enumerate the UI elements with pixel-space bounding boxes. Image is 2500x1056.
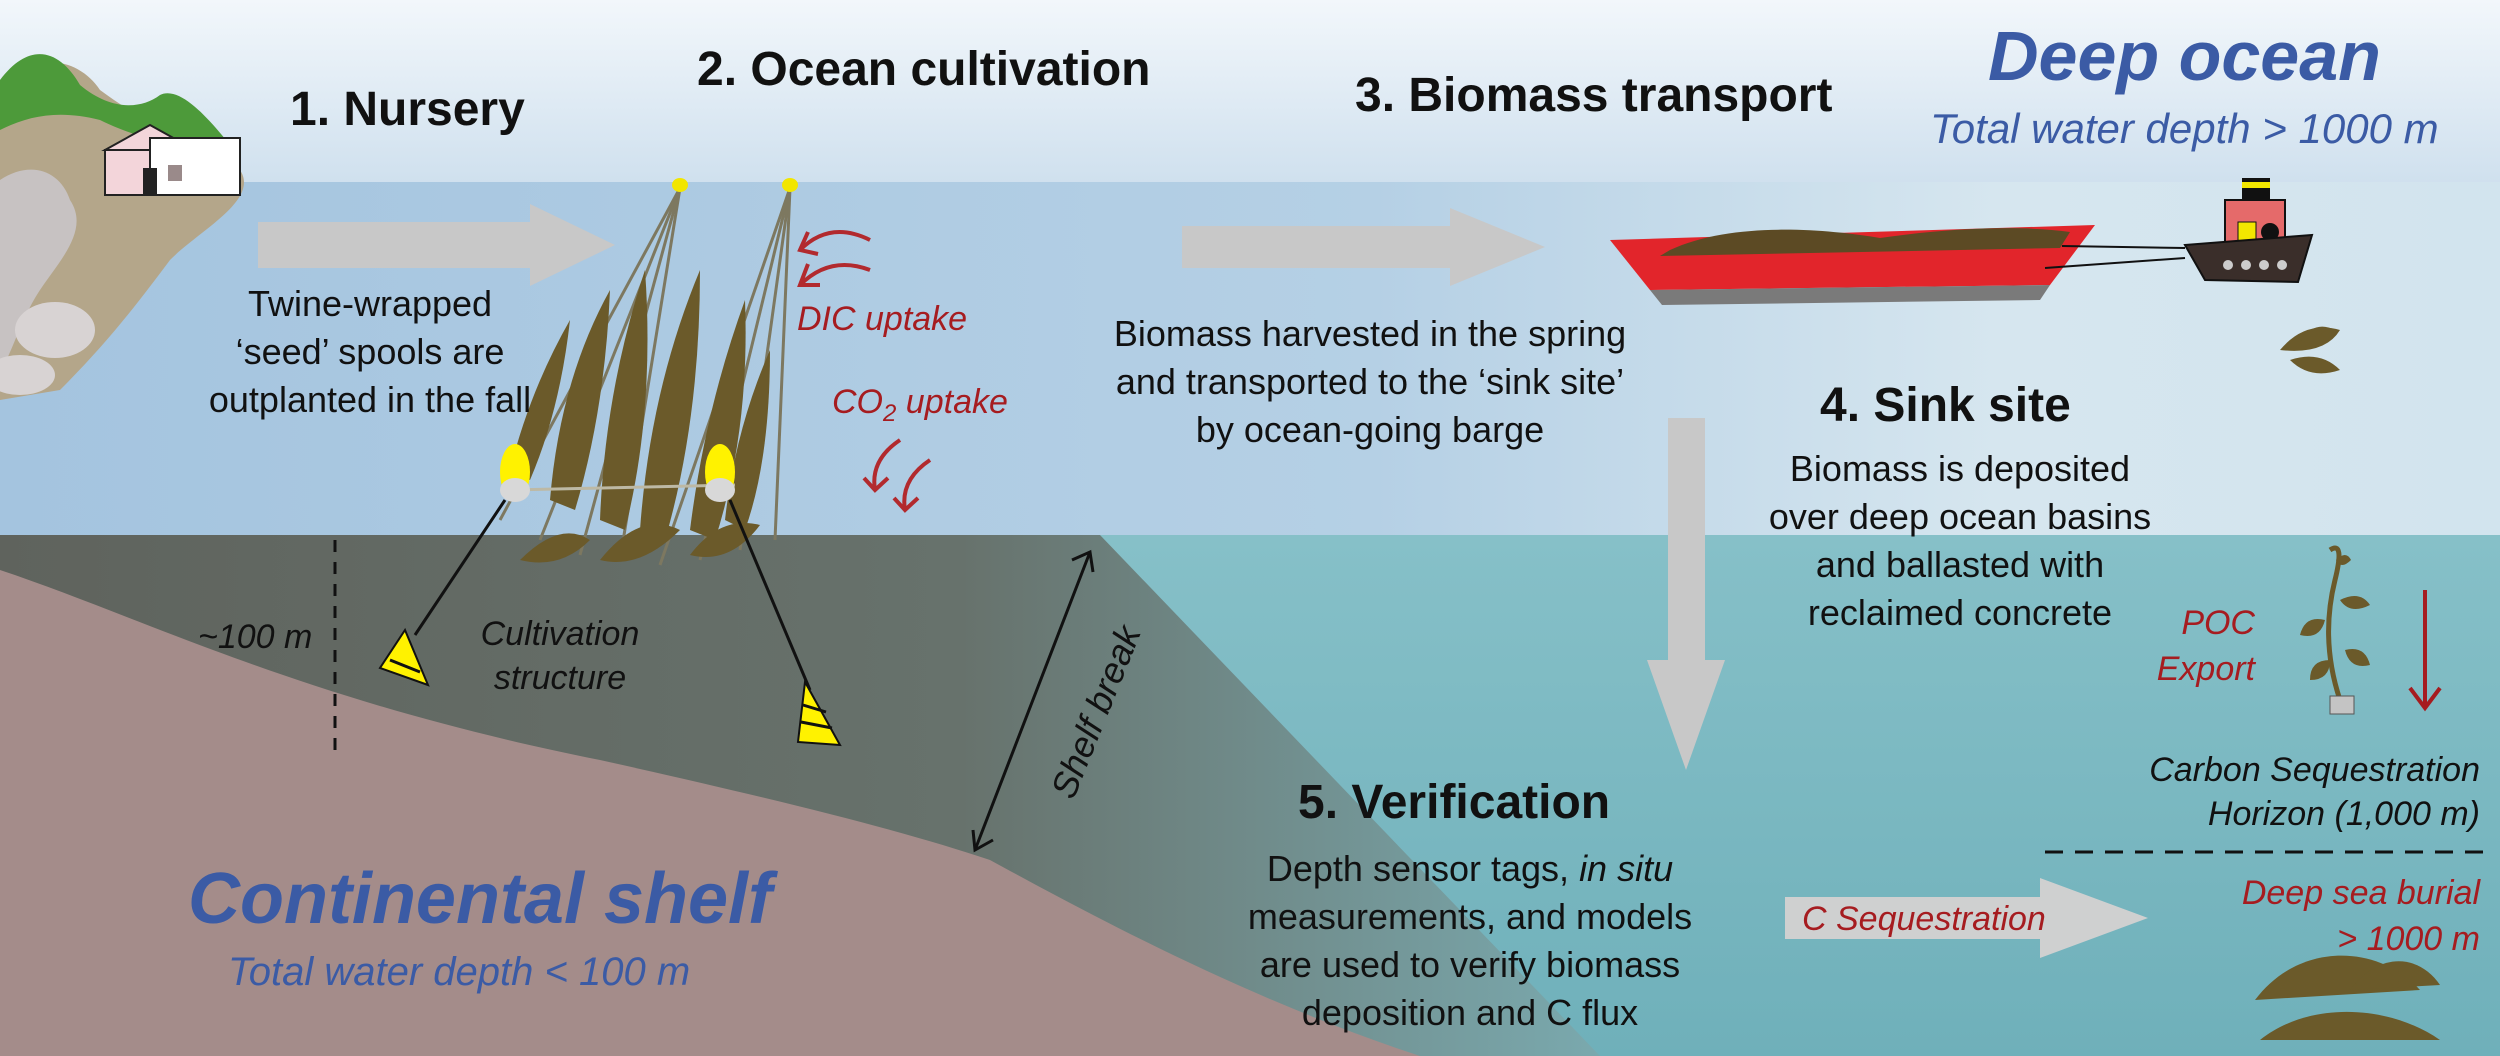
sink-description-line: and ballasted with (1815, 544, 2105, 585)
nursery-building (101, 123, 241, 196)
nursery-description-line: outplanted in the fall (208, 379, 532, 420)
transport-description: Biomass harvested in the spring and tran… (1070, 310, 1670, 454)
continental-shelf-subtitle: Total water depth < 100 m (228, 950, 691, 994)
anchor (796, 678, 842, 747)
poc-export-arrow (2408, 590, 2442, 712)
coast-rock (0, 355, 55, 395)
cultivation-structure-line: structure (493, 659, 627, 697)
surface-buoy (782, 178, 798, 192)
verification-description-line: deposition and C flux (1301, 992, 1639, 1033)
step-cultivation-title: 2. Ocean cultivation (697, 43, 1151, 96)
surface-buoy (672, 178, 688, 192)
anchor-line (728, 499, 812, 691)
verification-description-line: are used to verify biomass (1259, 944, 1681, 985)
poc-export-label: POC Export (2110, 600, 2255, 692)
sink-description-line: Biomass is deposited (1789, 448, 2131, 489)
sequestration-horizon-label: Carbon Sequestration Horizon (1,000 m) (2080, 748, 2480, 836)
horizon-line: Carbon Sequestration (2149, 751, 2480, 789)
anchor-line (413, 499, 507, 636)
step-verification-title: 5. Verification (1298, 776, 1611, 829)
c-sequestration-arrow (1785, 878, 2148, 958)
verification-in-situ: in situ (1579, 848, 1674, 889)
verification-description: Depth sensor tags, in situ measurements,… (1200, 845, 1740, 1037)
sink-description-line: over deep ocean basins (1768, 496, 2152, 537)
sky (0, 0, 2500, 185)
co2-uptake-label: CO2 uptake (832, 383, 1008, 428)
subsurface-buoy (500, 444, 530, 502)
verification-text: Depth sensor tags, (1266, 848, 1580, 889)
nursery-description: Twine-wrapped ‘seed’ spools are outplant… (160, 280, 580, 424)
tow-line (2044, 245, 2186, 269)
dic-uptake-arrows (797, 230, 871, 287)
transport-arrow (1182, 208, 1545, 286)
barge (1610, 225, 2095, 305)
transport-description-line: Biomass harvested in the spring (1113, 313, 1627, 354)
cultivation-structure-line: Cultivation (480, 615, 640, 653)
step-sink-title: 4. Sink site (1820, 379, 2071, 432)
poc-export-line: POC (2181, 604, 2255, 642)
verification-description-line: Depth sensor tags, in situ (1200, 845, 1740, 893)
transport-description-line: and transported to the ‘sink site’ (1115, 361, 1625, 402)
burial-line: > 1000 m (2337, 920, 2480, 958)
co2-subscript: 2 (883, 399, 897, 427)
step-nursery-title: 1. Nursery (290, 83, 525, 136)
deep-ocean-subtitle: Total water depth > 1000 m (1930, 105, 2439, 152)
ballasted-kelp (2300, 545, 2370, 715)
nursery-arrow (258, 204, 615, 286)
depth-100m-label: ~100 m (198, 618, 313, 656)
verification-description-line: measurements, and models (1247, 896, 1693, 937)
co2-uptake-arrows (862, 438, 932, 513)
shelf-break-arrow (971, 549, 1095, 853)
deep-sea-mound (2260, 1011, 2440, 1040)
seafloor (0, 570, 1420, 1056)
burial-line: Deep sea burial (2241, 874, 2480, 912)
c-sequestration-label: C Sequestration (1802, 900, 2046, 938)
kelp-forest (510, 270, 770, 563)
sink-description-line: reclaimed concrete (1807, 592, 2113, 633)
coast-rock (15, 302, 95, 358)
transport-description-line: by ocean-going barge (1195, 409, 1545, 450)
sink-arrow (1647, 418, 1725, 770)
step-transport-title: 3. Biomass transport (1355, 69, 1833, 122)
tugboat (2183, 178, 2314, 284)
dic-uptake-label: DIC uptake (797, 300, 968, 338)
co2-suffix: uptake (896, 383, 1008, 421)
sinking-kelp (2280, 326, 2340, 374)
anchor (378, 627, 430, 687)
cultivation-structure-label: Cultivation structure (440, 612, 680, 700)
horizon-line: Horizon (1,000 m) (2207, 795, 2480, 833)
poc-export-line: Export (2156, 650, 2255, 688)
deep-sea-burial-label: Deep sea burial > 1000 m (2130, 870, 2480, 962)
co2-prefix: CO (832, 383, 883, 421)
deep-ocean-title: Deep ocean (1988, 17, 2381, 95)
coast-grass (0, 54, 230, 147)
nursery-description-line: Twine-wrapped (247, 283, 493, 324)
subsurface-buoy (705, 444, 735, 502)
cultivation-backbone (509, 483, 736, 492)
nursery-description-line: ‘seed’ spools are (235, 331, 505, 372)
sink-description: Biomass is deposited over deep ocean bas… (1720, 445, 2200, 637)
continental-shelf-title: Continental shelf (188, 859, 773, 939)
deep-sea-mound (2350, 961, 2440, 990)
